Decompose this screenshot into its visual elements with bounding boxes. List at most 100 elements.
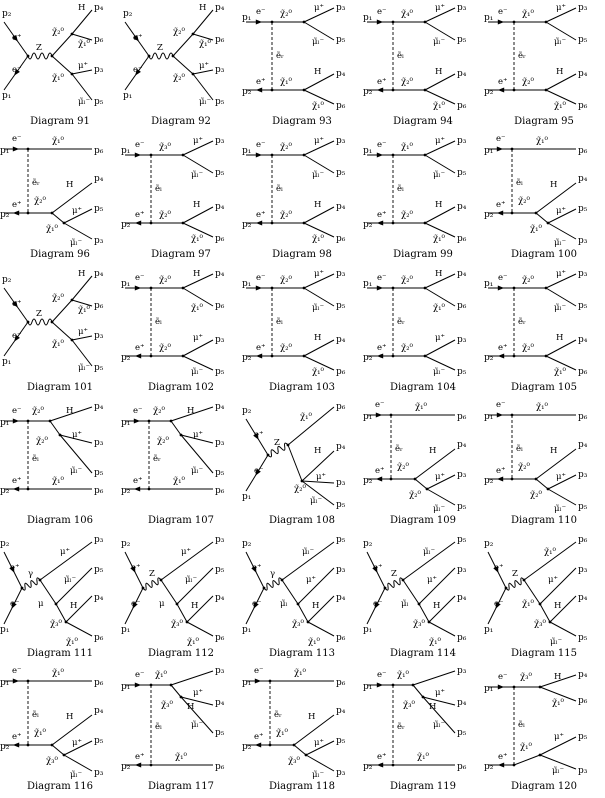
diagram-caption: Diagram 100 <box>511 249 577 260</box>
particle-label: μ̃ₗ⁻ <box>554 302 566 313</box>
particle-label: H <box>314 446 321 456</box>
momentum-label: p₅ <box>578 35 588 45</box>
particle-label: μ⁺ <box>435 3 445 13</box>
arrow-head-icon <box>497 353 505 359</box>
upper-neutralino-line <box>51 33 73 57</box>
particle-label: μ⁺ <box>60 547 70 557</box>
momentum-label: p₆ <box>94 146 104 156</box>
muon-line <box>71 335 93 341</box>
vertex-dot <box>270 20 274 24</box>
particle-label: H <box>191 601 198 611</box>
lower-neutralino-line <box>51 321 73 341</box>
boson-propagator <box>384 577 404 591</box>
vertex-dot <box>391 20 395 24</box>
out-line <box>297 567 335 605</box>
particle-label: χ̃₂⁰ <box>153 405 166 416</box>
arrow-head-icon <box>134 220 142 226</box>
particle-label: e⁻ <box>373 599 383 609</box>
feynman-diagram-cell: p₁p₂e⁻e⁺ẽᵣχ̃₁⁰χ̃₂⁰μ⁺μ̃ₗ⁻Hχ̃₁⁰p₃p₅p₄p₆Di… <box>484 3 588 127</box>
momentum-label: p₄ <box>578 670 588 680</box>
particle-label: χ̃₃⁰ <box>403 699 416 710</box>
muon-line <box>547 208 577 224</box>
particle-label: χ̃₁⁰ <box>294 667 307 678</box>
out-line <box>303 21 335 41</box>
vertex-dot <box>423 153 427 157</box>
particle-label: χ̃₂⁰ <box>159 274 172 285</box>
particle-label: e⁻ <box>131 599 141 609</box>
vertex-dot <box>391 286 395 290</box>
feynman-diagram-cell: p₂p₁e⁺e⁻Zχ̃₂⁰χ̃₁⁰Hχ̃₁⁰μ⁺μ̃ₗ⁻p₄p₆p₃p₅Diag… <box>2 3 104 127</box>
vertex-dot <box>169 419 173 423</box>
vertex-dot <box>262 586 266 590</box>
vertex-dot <box>62 221 66 225</box>
momentum-label: p₃ <box>336 3 346 13</box>
particle-label: μ⁺ <box>316 472 326 482</box>
particle-label: μ⁺ <box>314 269 324 279</box>
momentum-label: p₅ <box>457 35 467 45</box>
momentum-label: p₃ <box>94 438 104 448</box>
out-line <box>55 567 93 605</box>
particle-label: χ̃₃⁰ <box>288 755 301 766</box>
particle-label: e⁻ <box>133 406 143 416</box>
vertex-dot <box>427 620 431 624</box>
particle-label: e⁻ <box>377 273 387 283</box>
momentum-label: p₃ <box>336 478 346 488</box>
momentum-label: p₅ <box>578 204 588 214</box>
particle-label: χ̃₃⁰ <box>46 755 59 766</box>
higgs-line <box>71 275 93 301</box>
particle-label: H <box>193 269 200 279</box>
particle-label: χ̃₃⁰ <box>50 618 63 629</box>
vertex-dot <box>50 54 54 58</box>
arrow-head-icon <box>255 285 263 291</box>
vertex-dot <box>391 221 395 225</box>
propagator-label: ẽₗ <box>155 721 162 732</box>
out-line <box>65 595 93 623</box>
arrow-head-icon <box>14 334 20 342</box>
momentum-label: p₄ <box>457 269 467 279</box>
propagator-label: ẽₗ <box>516 177 523 188</box>
particle-label: e⁻ <box>135 273 145 283</box>
particle-label: χ̃₃⁰ <box>159 141 172 152</box>
momentum-label: p₁ <box>121 418 130 428</box>
momentum-label: p₄ <box>94 269 104 279</box>
momentum-label: p₃ <box>578 470 588 480</box>
lower-neutralino-line <box>51 55 73 75</box>
particle-label: μ⁺ <box>193 688 203 698</box>
higgs-line <box>71 9 93 35</box>
diagram-caption: Diagram 106 <box>27 515 93 526</box>
particle-label: μ̃ₗ⁻ <box>433 719 445 730</box>
arrow-head-icon <box>255 152 263 158</box>
momentum-label: p₂ <box>121 353 131 363</box>
particle-label: χ̃₁⁰ <box>552 697 565 708</box>
internal-line <box>160 579 178 605</box>
vertex-dot <box>191 32 195 36</box>
vertex-dot <box>179 433 183 437</box>
internal-line <box>281 579 299 605</box>
momentum-label: p₄ <box>457 202 467 212</box>
particle-label: χ̃₁⁰ <box>34 727 47 738</box>
feynman-diagram-cell: p₁p₂e⁻e⁺χ̃₁⁰ẽᵣχ̃₂⁰Hχ̃₁⁰μ⁺μ̃ₗ⁻p₆p₄p₅p₃Di… <box>0 134 104 260</box>
propagator-label: ẽₗ <box>518 719 525 730</box>
vertex-dot <box>268 743 272 747</box>
momentum-label: p₁ <box>363 625 372 635</box>
particle-label: χ̃₁⁰ <box>312 366 325 377</box>
momentum-label: p₄ <box>457 69 467 79</box>
particle-label: χ̃₂⁰ <box>522 76 535 87</box>
vertex-dot <box>544 286 548 290</box>
particle-label: e⁺ <box>12 33 22 43</box>
arrow-head-icon <box>251 565 257 573</box>
propagator-label: ẽₗ <box>397 50 404 61</box>
momentum-label: p₃ <box>94 331 104 341</box>
arrow-head-icon <box>496 476 504 482</box>
vertex-dot <box>50 211 54 215</box>
momentum-label: p₁ <box>2 91 11 101</box>
vertex-dot <box>544 20 548 24</box>
particle-label: μ⁺ <box>181 547 191 557</box>
momentum-label: p₄ <box>215 269 225 279</box>
vertex-dot <box>147 419 151 423</box>
propagator-label: Z <box>36 309 42 319</box>
vertex-dot <box>389 413 393 417</box>
neutralino-line <box>414 478 428 490</box>
arrow-head-icon <box>376 152 384 158</box>
